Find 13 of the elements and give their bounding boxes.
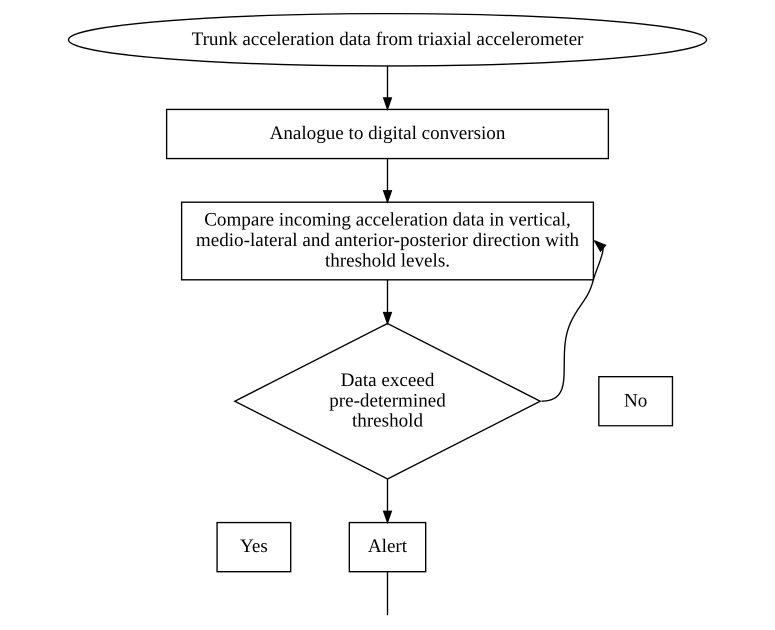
node-ellipse: Trunk acceleration data from triaxial accelerometer [68,12,708,67]
arrow [382,479,392,524]
node-diamond: Data exceed pre-determined threshold [233,322,542,480]
arrow [382,280,392,326]
node-box: No [598,376,674,426]
node-box: Yes [216,522,292,572]
arrow [382,159,392,204]
node-box: Compare incoming acceleration data in vertical, medio-lateral and anterior-posterior direction with threshold levels. [180,201,594,281]
arrow [382,66,392,111]
connector [386,572,388,616]
arrow [542,240,607,402]
node-box: Analogue to digital conversion [166,108,610,160]
node-box: Alert [348,522,426,572]
